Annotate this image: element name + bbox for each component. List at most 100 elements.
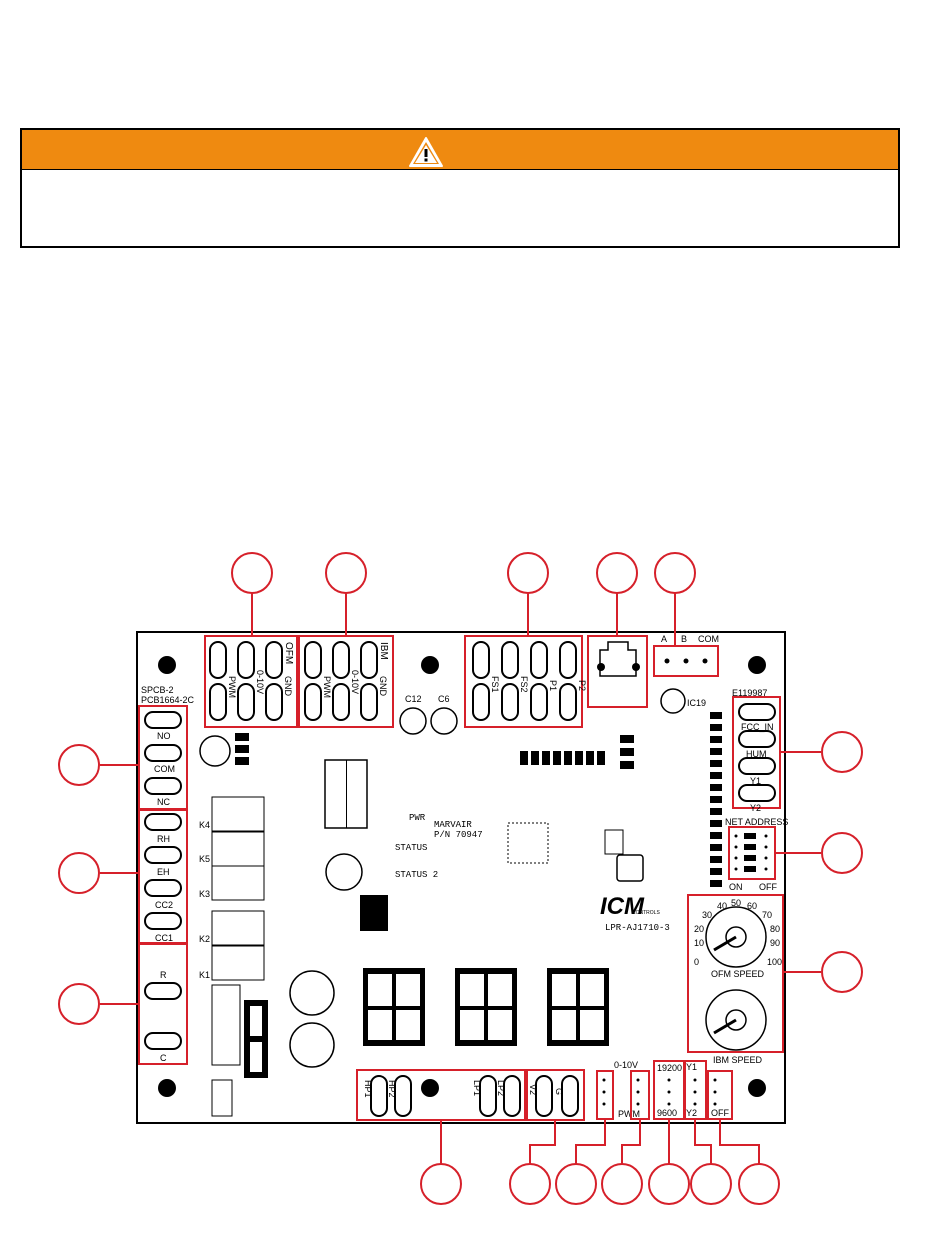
off-jumper-label: OFF (711, 1108, 729, 1118)
comm-label: A (661, 634, 667, 644)
icm-logo: ICM (600, 893, 645, 920)
left-terminal-label: CC1 (155, 933, 173, 943)
left-terminal-label: COM (154, 764, 175, 774)
net-address-label: NET ADDRESS (725, 817, 788, 827)
svg-text:60: 60 (747, 901, 757, 911)
ofm-label: OFM (283, 642, 294, 664)
svg-text:C12: C12 (405, 694, 422, 704)
mounting-hole (158, 1079, 176, 1097)
callout-circle (420, 1163, 462, 1205)
fs-pin-label: FS1 (490, 676, 500, 693)
bottom-terminal-label: HP2 (387, 1080, 397, 1098)
ibm-pin-label: PWM (322, 676, 332, 698)
svg-text:IC19: IC19 (687, 698, 706, 708)
left-terminal-label: EH (157, 867, 170, 877)
brand-line1: MARVAIR (434, 820, 472, 830)
speed-dials-box (687, 894, 784, 1053)
jumper-010v-label: 0-10V (614, 1060, 638, 1070)
ibm-pin-label: 0-10V (350, 670, 360, 694)
left-terminal-label: RH (157, 834, 170, 844)
ofm-pin-label: 0-10V (255, 670, 265, 694)
svg-text:C6: C6 (438, 694, 450, 704)
y-jumper-label: Y1 (686, 1062, 697, 1072)
svg-text:K5: K5 (199, 854, 210, 864)
fs-p-header-box (464, 635, 583, 728)
svg-text:90: 90 (770, 938, 780, 948)
callout-circle (507, 552, 549, 594)
callout-circle (654, 552, 696, 594)
right-terminal-label: Y2 (750, 803, 761, 813)
callout-circle (509, 1163, 551, 1205)
svg-text:K3: K3 (199, 889, 210, 899)
svg-text:70: 70 (762, 910, 772, 920)
left-terminal-label: NC (157, 797, 170, 807)
status-label: STATUS (395, 843, 427, 853)
board-model-top: SPCB-2 (141, 685, 174, 695)
part-number: LPR-AJ1710-3 (605, 923, 670, 933)
right-terminal-label: Y1 (750, 776, 761, 786)
ofm-speed-label: OFM SPEED (711, 969, 765, 979)
callout-circle (596, 552, 638, 594)
svg-text:0: 0 (694, 957, 699, 967)
board-model-bottom: PCB1664-2C (141, 695, 195, 705)
capacitor (430, 707, 458, 735)
mounting-hole (421, 1079, 439, 1097)
baud-low-label: 9600 (657, 1108, 677, 1118)
callout-leader-lines (100, 593, 821, 1164)
bottom-terminal-label: G (554, 1088, 564, 1095)
svg-text:80: 80 (770, 924, 780, 934)
left-terminal-label: NO (157, 731, 171, 741)
ibm-speed-dial (705, 989, 767, 1051)
brand-line2: P/N 70947 (434, 830, 483, 840)
capacitor (399, 707, 427, 735)
svg-text:30: 30 (702, 910, 712, 920)
svg-text:K2: K2 (199, 934, 210, 944)
warning-header (20, 128, 900, 171)
svg-text:20: 20 (694, 924, 704, 934)
mounting-hole (158, 656, 176, 674)
ofm-speed-dial (705, 906, 767, 968)
svg-text:10: 10 (694, 938, 704, 948)
callout-circle (648, 1163, 690, 1205)
ul-cert: E119987 (732, 688, 767, 698)
bottom-terminal-label: LP2 (496, 1080, 506, 1096)
callout-circle (821, 951, 863, 993)
right-terminal-label: FCC_IN (741, 722, 774, 732)
mounting-hole (748, 656, 766, 674)
svg-text:100: 100 (767, 957, 782, 967)
warning-triangle-icon (409, 137, 443, 167)
callout-circle (821, 832, 863, 874)
ibm-pin-label: GND (378, 676, 388, 697)
callout-circle (325, 552, 367, 594)
dip-off-label: OFF (759, 882, 777, 892)
y-jumper-label: Y2 (686, 1108, 697, 1118)
callout-circle (738, 1163, 780, 1205)
ofm-pin-label: GND (283, 676, 293, 697)
right-terminal-label: HUM (746, 749, 767, 759)
callout-circle (58, 852, 100, 894)
mounting-hole (421, 656, 439, 674)
ibm-pins (304, 641, 378, 721)
comm-terminal-box (653, 645, 719, 677)
baud-high-label: 19200 (657, 1063, 682, 1073)
fs-pin-label: P2 (577, 680, 587, 691)
left-terminal-label: R (160, 970, 167, 980)
ofm-pin-label: PWM (227, 676, 237, 698)
callout-circle (58, 983, 100, 1025)
svg-text:K4: K4 (199, 820, 210, 830)
fs-p-pins (472, 641, 577, 721)
pwr-label: PWR (409, 813, 426, 823)
callout-circles (58, 552, 863, 1205)
left-terminal-label: C (160, 1053, 167, 1063)
callout-circle (231, 552, 273, 594)
svg-text:50: 50 (731, 898, 741, 908)
comm-label: B (681, 634, 687, 644)
svg-text:K1: K1 (199, 970, 210, 980)
bottom-terminal-label: LP1 (472, 1080, 482, 1096)
jumper-pwm-label: PWM (618, 1109, 640, 1119)
status2-label: STATUS 2 (395, 870, 438, 880)
svg-text:40: 40 (717, 901, 727, 911)
callout-circle (601, 1163, 643, 1205)
callout-circle (821, 731, 863, 773)
